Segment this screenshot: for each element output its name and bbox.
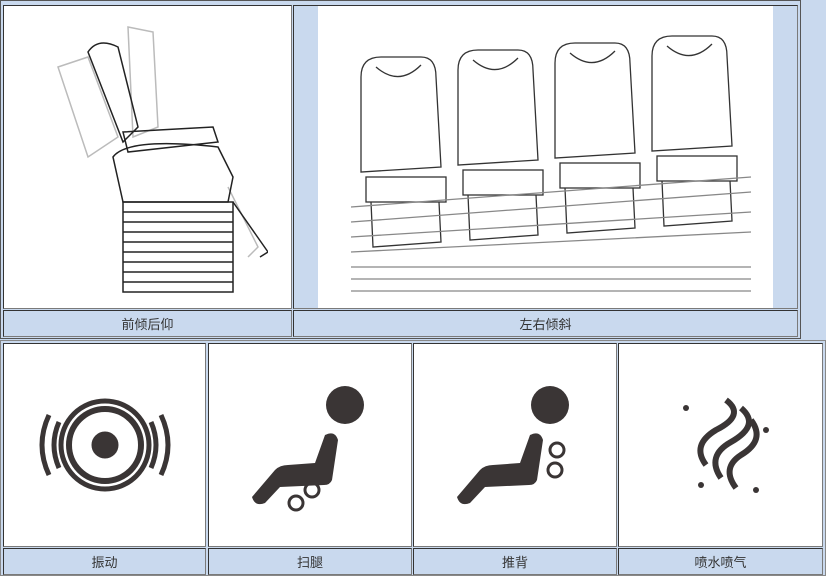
- label-text: 振动: [91, 556, 118, 571]
- label-text: 扫腿: [296, 556, 323, 571]
- seat-row-tilt-left-right-icon: [350, 35, 751, 292]
- vibration-image: [3, 343, 206, 547]
- label-back-push: 推背: [413, 548, 617, 575]
- label-spray: 喷水喷气: [618, 548, 823, 575]
- row-tilt-image: [293, 5, 798, 309]
- chair-tilt-image: [3, 5, 292, 309]
- vibration-icon: [39, 398, 170, 492]
- chair-tilt-forward-back-icon: [56, 26, 268, 293]
- leg-sweep-image: [208, 343, 412, 547]
- label-text: 推背: [501, 556, 528, 571]
- back-push-image: [413, 343, 617, 547]
- label-vibration: 振动: [3, 548, 206, 575]
- top-table: 前倾后仰 左右倾斜: [0, 0, 801, 339]
- label-tilt-forward-back: 前倾后仰: [3, 310, 292, 337]
- back-push-icon: [457, 386, 569, 505]
- spray-image: [618, 343, 823, 547]
- label-tilt-left-right: 左右倾斜: [293, 310, 798, 337]
- water-air-spray-icon: [682, 397, 769, 493]
- label-leg-sweep: 扫腿: [208, 548, 412, 575]
- label-text: 左右倾斜: [519, 318, 572, 333]
- bottom-table: 振动 扫腿 推背 喷水喷气: [0, 340, 826, 576]
- label-text: 前倾后仰: [121, 318, 174, 333]
- label-text: 喷水喷气: [694, 556, 747, 571]
- leg-sweep-icon: [252, 386, 364, 512]
